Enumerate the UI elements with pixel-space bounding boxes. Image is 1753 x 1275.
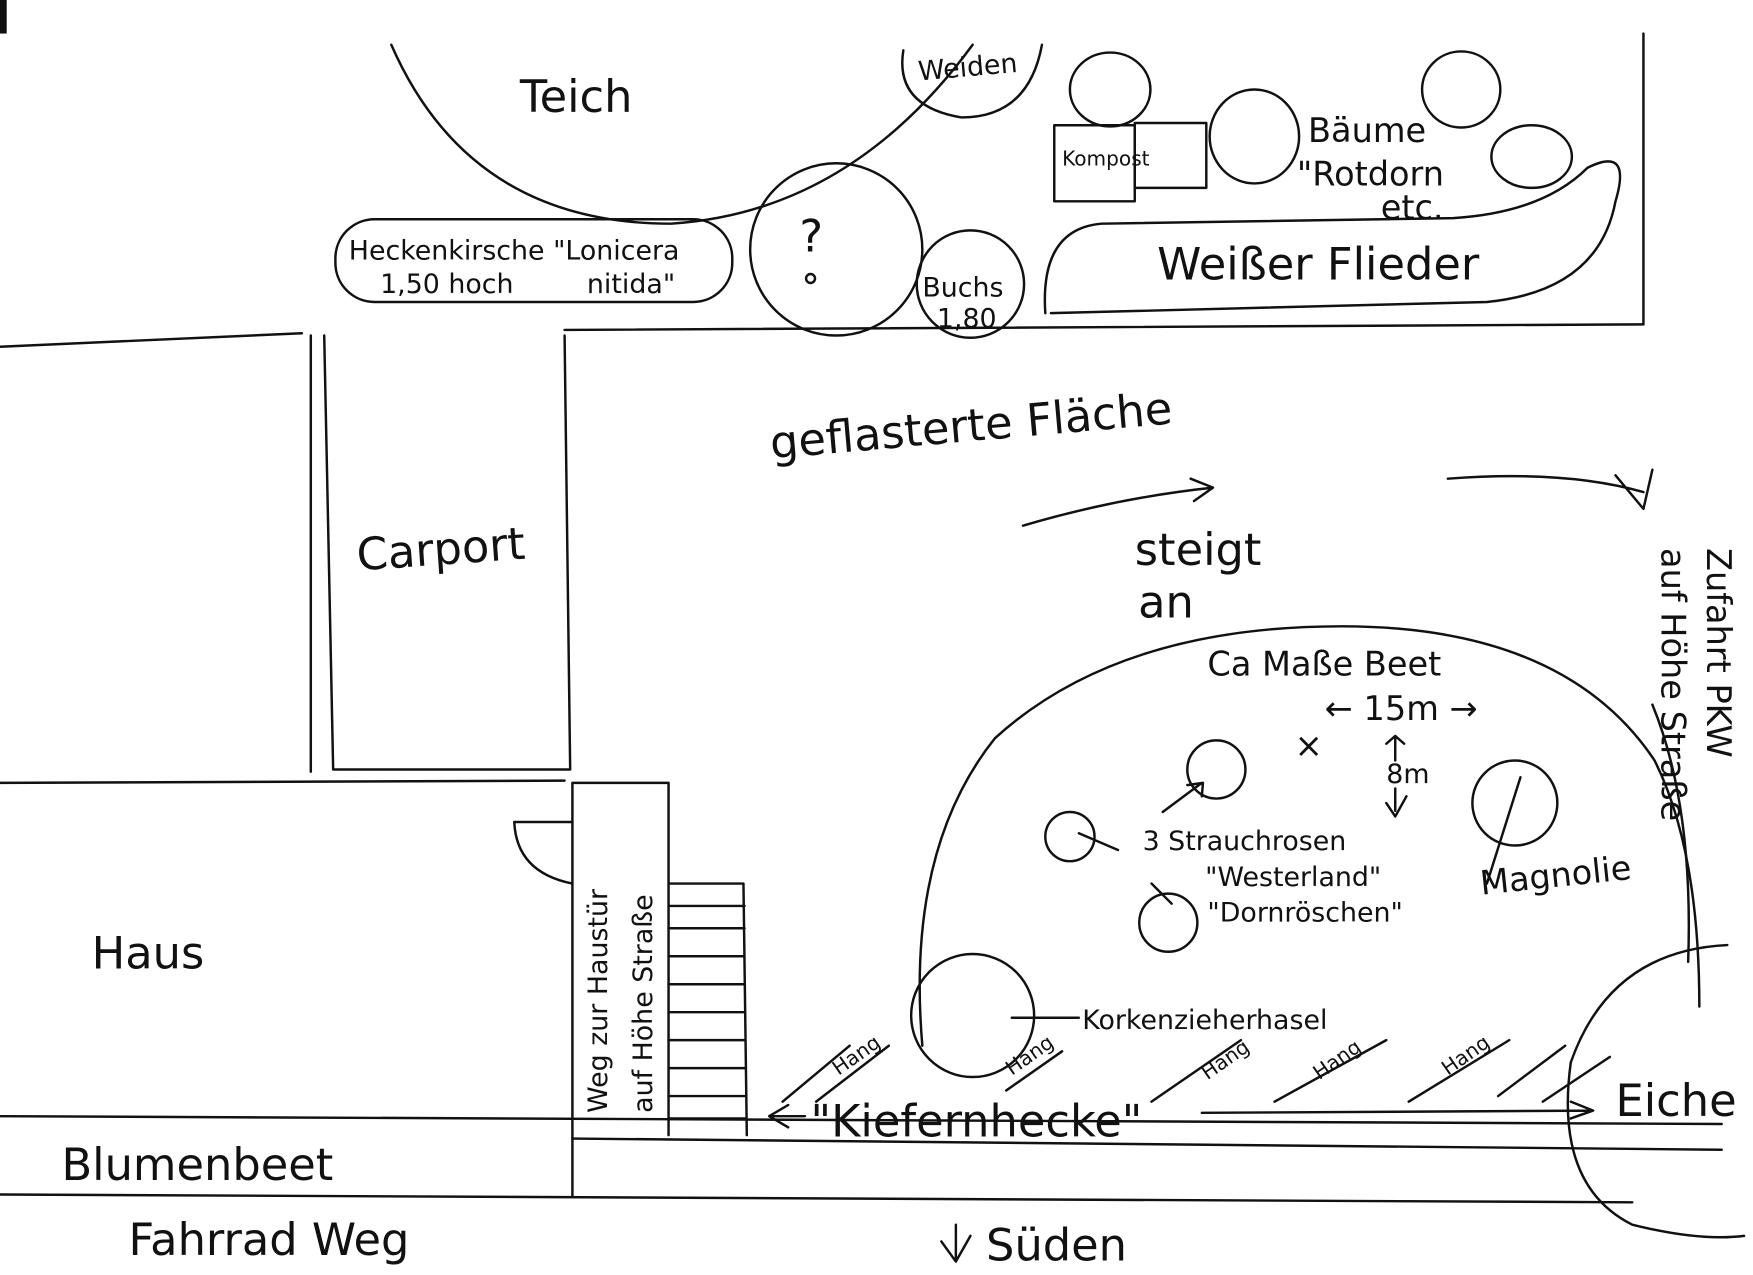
label-rosen: 3 Strauchrosen — [1143, 826, 1347, 857]
rose-shrub — [1044, 810, 1096, 863]
label-buchs: Buchs — [922, 272, 1003, 303]
stairs — [667, 882, 749, 1137]
center-mark: × — [1295, 726, 1323, 765]
south-arrow — [940, 1223, 972, 1263]
flower-bed-line — [571, 1137, 1723, 1151]
label-teich: Teich — [519, 70, 633, 123]
label-kompost: Kompost — [1062, 147, 1150, 171]
arrow — [1161, 781, 1205, 814]
label-carport: Carport — [355, 517, 527, 582]
pond-outline — [390, 43, 974, 225]
lilac-bed — [1043, 160, 1622, 315]
label-buchs-height: 1,80 — [937, 304, 997, 335]
label-geflasterte: geflasterte Fläche — [768, 382, 1174, 470]
tree-icon — [1068, 51, 1152, 128]
house-wall — [0, 779, 566, 785]
hedge-arrow-right — [1200, 1100, 1595, 1120]
rose-shrub — [1186, 739, 1247, 800]
label-fahrweg: Fahrrad Weg — [129, 1213, 410, 1266]
rose-shrub — [1137, 892, 1199, 954]
hedge-cherry-bed — [334, 217, 734, 304]
arrow — [1485, 776, 1522, 885]
street-line — [0, 1114, 1723, 1126]
label-magnolie: Magnolie — [1478, 848, 1633, 903]
label-blumenbeet: Blumenbeet — [61, 1138, 333, 1191]
label-kiefernhecke: "Kiefernhecke" — [811, 1094, 1143, 1147]
label-haus: Haus — [92, 927, 205, 980]
tree-icon — [1208, 88, 1301, 185]
label-nitida: nitida" — [587, 269, 675, 300]
unknown-tree — [748, 162, 924, 337]
slope-arrow — [1021, 477, 1215, 527]
label-steigt: steigt — [1135, 523, 1262, 576]
label-baeume: Bäume — [1308, 111, 1426, 150]
bed-outline — [918, 625, 1701, 1047]
label-question: ? — [799, 210, 823, 263]
label-zufahrt: Zufahrt PKW — [1699, 548, 1738, 758]
label-hang: Hang — [828, 1030, 885, 1080]
carport-outline — [309, 334, 572, 773]
label-flieder: Weißer Flieder — [1157, 238, 1480, 291]
arrow-down — [1385, 787, 1408, 818]
arrow — [1150, 882, 1173, 905]
label-heckenkirsche: Heckenkirsche "Lonicera — [349, 235, 680, 266]
label-hang: Hang — [1308, 1034, 1365, 1084]
magnolia-tree — [1471, 759, 1559, 847]
slope-hatching — [781, 1038, 1612, 1103]
arrow-up — [1385, 734, 1406, 762]
compost-box-2 — [1133, 121, 1208, 190]
arrow — [1077, 831, 1120, 852]
tree-icon — [1420, 50, 1502, 129]
label-beet-title: Ca Maße Beet — [1207, 645, 1441, 684]
path-outline — [571, 781, 670, 1198]
buchs-shrub — [915, 229, 1026, 339]
willow-outline — [901, 43, 1044, 119]
unknown-tree-dot — [804, 272, 817, 285]
label-westerland: "Westerland" — [1205, 862, 1381, 893]
label-rotdorn: "Rotdorn — [1297, 155, 1444, 194]
label-hang: Hang — [1437, 1030, 1494, 1080]
label-beet-width: ← 15m → — [1325, 689, 1478, 728]
hedge-arrow-left — [767, 1103, 807, 1129]
divider-line — [0, 323, 1645, 348]
label-zufahrt-2: auf Höhe Straße — [1653, 548, 1692, 821]
label-hang: Hang — [1197, 1034, 1254, 1084]
driveway-line — [1651, 703, 1691, 964]
corner-mark — [0, 0, 7, 34]
label-dornroeschen: "Dornröschen" — [1207, 898, 1402, 929]
label-sueden: Süden — [986, 1218, 1127, 1271]
label-an: an — [1138, 575, 1194, 628]
tree-icon — [1490, 124, 1574, 190]
label-eiche: Eiche — [1615, 1074, 1736, 1127]
label-weg: Weg zur Haustür — [583, 888, 614, 1113]
label-weg-2: auf Höhe Straße — [628, 894, 659, 1113]
slope-arrow-2 — [1446, 468, 1654, 511]
label-weiden: Weiden — [917, 48, 1019, 88]
label-etc: etc. — [1381, 188, 1444, 227]
label-korkenzieher: Korkenzieherhasel — [1082, 1005, 1327, 1036]
corkscrew-hazel — [909, 952, 1036, 1079]
oak-outline — [1566, 943, 1746, 1239]
sidewalk-line — [0, 1193, 1634, 1204]
label-beet-height: 8m — [1386, 759, 1429, 790]
door — [513, 820, 574, 885]
label-heckenkirsche-height: 1,50 hoch — [380, 269, 513, 300]
